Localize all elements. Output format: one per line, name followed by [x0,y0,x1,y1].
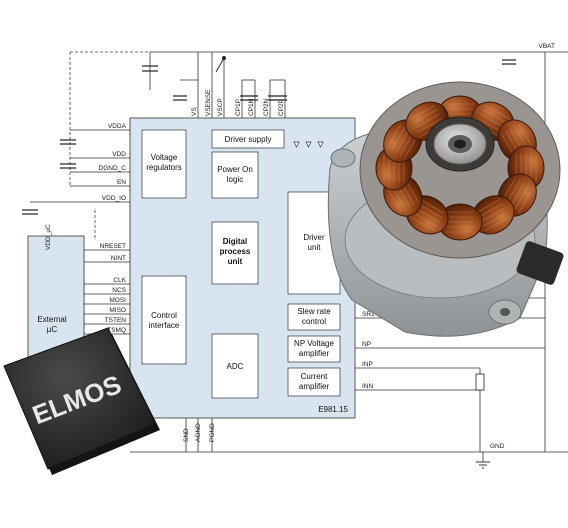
capacitors [22,59,516,215]
coil-winding [409,105,435,120]
left-pin-tsmq: TSMQ [107,327,126,334]
top-pin-vscp: VSCP [217,98,224,116]
coil-winding [478,118,503,133]
bottom-pin-agnd: AGND [195,423,202,442]
driver-diodes [293,141,324,148]
coil-winding [409,216,435,231]
adc-label: ADC [227,362,244,371]
coil-winding [518,123,534,149]
gnd-symbol [476,461,490,469]
coil-winding [412,109,437,125]
top-pin-cp2p: CP2P [278,99,285,116]
coil-winding [483,211,508,227]
external-uc-pin-label: VDD_µC [45,224,52,250]
coil-winding [417,118,442,133]
coil-winding [386,123,402,149]
driver-supply-label: Driver supply [225,135,272,144]
block-adc: ADC [211,333,259,399]
gnd-label: GND [490,443,505,450]
block-driver-supply: Driver supply [211,129,285,149]
vbat-label: VBAT [539,43,556,50]
coil-winding [478,203,503,218]
coil-winding [514,185,529,210]
right-pin-inp: INP [362,361,373,368]
top-pin-cp1p: CP1P [235,99,242,116]
chip-name: E981.15 [318,405,348,414]
left-pin-vdda: VDDA [108,123,127,130]
left-pin-clk: CLK [113,277,126,284]
motor-image [327,81,564,337]
right-pin-inn: INN [362,383,374,390]
coil-winding [419,198,445,214]
coil-winding [509,182,525,208]
top-pin-labels: VS VSENSE VSCP CP1P CP1N CP2N CP2P [191,89,285,116]
left-pin-en: EN [117,179,126,186]
coil-winding [417,203,442,218]
left-pin-nint: NINT [111,255,126,262]
coil-winding [485,216,511,231]
coil-winding [485,105,511,120]
chip-package-image: ELMOS [3,327,160,475]
top-pin-cp2n: CP2N [263,98,270,116]
bottom-pin-snd: SND [183,428,190,442]
top-pin-vsense: VSENSE [205,89,212,116]
coil-winding [391,126,406,151]
left-pin-dgnd_c: DGND_C [99,165,127,172]
bottom-pin-pgnd: PGND [209,423,216,442]
left-pin-tsten: TSTEN [105,317,127,324]
bottom-pin-labels: SND AGND PGND [183,423,216,442]
left-pin-ncs: NCS [112,287,126,294]
top-pin-cp1n: CP1N [248,98,255,116]
coil-winding [412,211,437,227]
coil-winding [386,187,402,213]
right-pin-sr1: SR1 [362,311,375,318]
coil-winding [414,113,440,129]
left-pin-mosi: MOSI [109,297,126,304]
coil-winding [480,207,506,223]
left-pin-vdd_io: VDD_IO [102,195,126,202]
coil-winding [518,187,534,213]
coil-winding [395,128,411,154]
top-pin-vs: VS [191,107,198,116]
right-pin-np: NP [362,341,371,348]
left-pin-labels: VDDA VDD DGND_C EN VDD_IO NRESET NINT CLK NCS MOS… [99,123,127,334]
left-pin-vdd: VDD [112,151,126,158]
vscp-switch [215,56,226,73]
left-pin-miso: MISO [109,307,126,314]
coil-winding [483,109,508,125]
coil-winding [475,198,501,214]
left-pin-nreset: NRESET [100,243,126,250]
